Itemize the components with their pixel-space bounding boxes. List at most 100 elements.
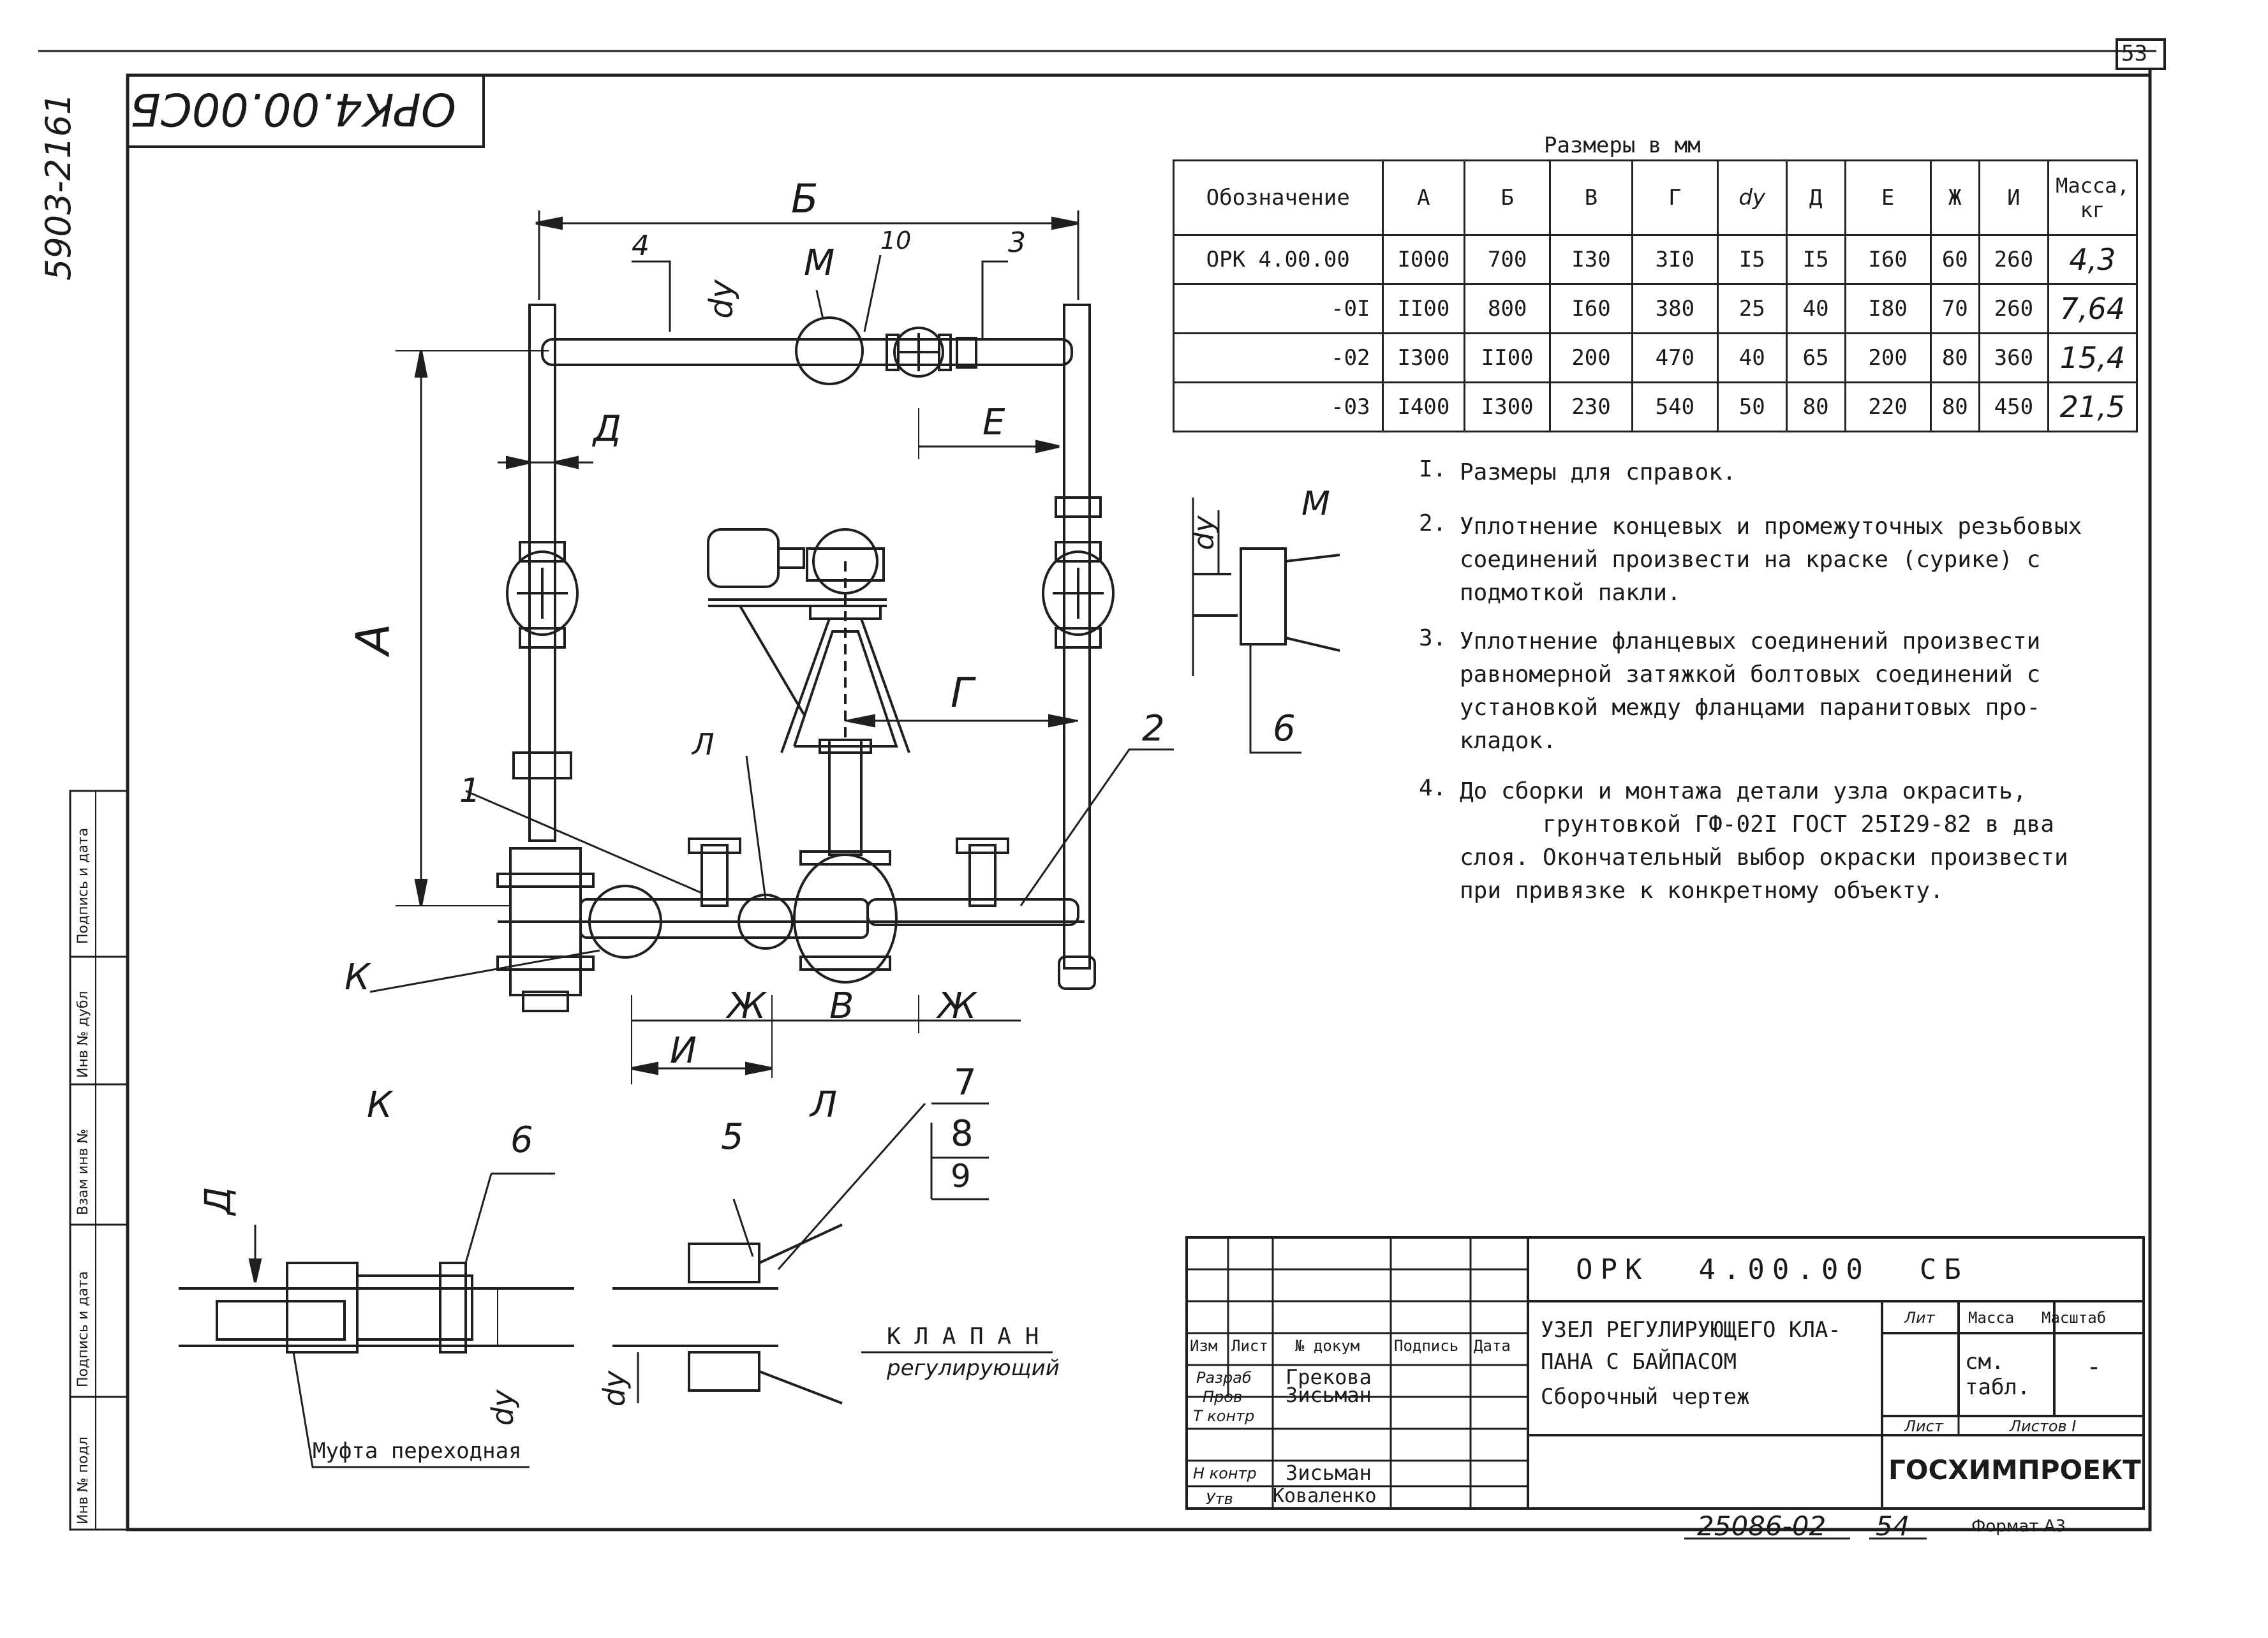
cell: 800 — [1464, 283, 1552, 334]
cell: ОРК 4.00.00 — [1173, 234, 1384, 285]
detail-k-d: Д — [197, 1186, 239, 1215]
tb-person: Грекова — [1286, 1365, 1372, 1389]
cell: 260 — [1978, 234, 2049, 285]
cell: 40 — [1785, 283, 1846, 334]
cell-mass: 21,5 — [2047, 381, 2138, 432]
coupling-label: Муфта переходная — [313, 1438, 522, 1464]
dim-label-dy: dу — [702, 279, 740, 319]
tb-sheets: Листов I — [2010, 1417, 2077, 1435]
view-label-k: К — [367, 1084, 392, 1126]
cell: 60 — [1929, 234, 1980, 285]
cell: 220 — [1844, 381, 1932, 432]
cell: 470 — [1631, 332, 1719, 383]
cell-mass: 15,4 — [2047, 332, 2138, 383]
cell: -03 — [1173, 381, 1384, 432]
col-dy: dу — [1716, 159, 1788, 236]
tb-col-sign: Подпись — [1394, 1337, 1459, 1355]
pos-5: 5 — [721, 1116, 744, 1158]
dims-caption: Размеры в мм — [1544, 133, 1701, 158]
tb-col-izm: Изм — [1190, 1337, 1218, 1355]
tb-person: Коваленко — [1273, 1485, 1377, 1507]
table-row: -03 I400 I300 230 540 50 80 220 80 450 2… — [1173, 381, 2138, 432]
pos-9: 9 — [951, 1158, 971, 1195]
col-zh: Ж — [1929, 159, 1980, 236]
cell: 380 — [1631, 283, 1719, 334]
cell: 80 — [1785, 381, 1846, 432]
archive-number: 25086-02 — [1697, 1510, 1827, 1542]
dim-label-g: Г — [951, 670, 974, 717]
col-e: Е — [1844, 159, 1932, 236]
cell: 40 — [1716, 332, 1788, 383]
cell: 25 — [1716, 283, 1788, 334]
cell: I000 — [1381, 234, 1466, 285]
note-3-text: Уплотнение фланцевых соединений произвес… — [1460, 628, 2041, 754]
pos-7: 7 — [954, 1062, 977, 1103]
cell: I80 — [1844, 283, 1932, 334]
table-row: -0I II00 800 I60 380 25 40 I80 70 260 7,… — [1173, 283, 2138, 334]
cell: I5 — [1716, 234, 1788, 285]
tb-scale: Масштаб — [2042, 1309, 2107, 1327]
dim-label-b: Б — [791, 175, 819, 222]
tb-role: Утв — [1206, 1490, 1233, 1508]
note-1-num: I. — [1419, 456, 1447, 482]
tb-org: ГОСХИМПРОЕКТ — [1888, 1454, 2141, 1486]
detail-k — [179, 1172, 574, 1468]
sheet-frame — [38, 38, 2166, 1531]
cell: -0I — [1173, 283, 1384, 334]
tb-mass: Масса — [1968, 1309, 2015, 1327]
cell: 50 — [1716, 381, 1788, 432]
cell-mass: 7,64 — [2047, 283, 2138, 334]
detail-m — [1192, 498, 1340, 754]
valve-title: К Л А П А Н — [887, 1324, 1039, 1350]
pos-10: 10 — [880, 226, 912, 255]
col-mass: Масса, кг — [2047, 159, 2138, 236]
tb-mass-value: см. табл. — [1965, 1349, 2031, 1400]
table-row: -02 I300 II00 200 470 40 65 200 80 360 1… — [1173, 332, 2138, 383]
col-oboznachenie: Обозначение — [1173, 159, 1384, 236]
col-g: Г — [1631, 159, 1719, 236]
cell: 540 — [1631, 381, 1719, 432]
cell: II00 — [1464, 332, 1552, 383]
dims-table: Обозначение А Б В Г dу Д Е Ж И Масса, кг… — [1173, 159, 2138, 432]
pos-6-k: 6 — [510, 1119, 533, 1161]
cell: 80 — [1929, 381, 1980, 432]
callout-l: Л — [692, 727, 715, 762]
page-number: 53 — [2121, 41, 2147, 66]
tb-sheet: Лист — [1904, 1417, 1943, 1435]
cell: I300 — [1381, 332, 1466, 383]
callout-k: К — [345, 957, 370, 998]
detail-m-dy: dу — [1187, 515, 1220, 550]
tb-role: Т контр — [1193, 1407, 1255, 1425]
cell: I30 — [1549, 234, 1633, 285]
view-label-m: М — [804, 242, 835, 284]
cell: 200 — [1549, 332, 1633, 383]
tb-name-2: ПАНА С БАЙПАСОМ — [1541, 1349, 1737, 1375]
tb-role: Пров — [1203, 1388, 1243, 1406]
note-4-num: 4. — [1419, 775, 1447, 801]
archive-page: 54 — [1876, 1510, 1910, 1542]
pos-4: 4 — [632, 230, 649, 262]
tb-scale-value: - — [2086, 1352, 2102, 1382]
view-label-l: Л — [810, 1084, 838, 1126]
note-2-num: 2. — [1419, 510, 1447, 536]
note-4-text: До сборки и монтажа детали узла окрасить… — [1460, 778, 2068, 904]
strip-sign-date-1: Подпись и дата — [75, 827, 91, 944]
cell: I400 — [1381, 381, 1466, 432]
dim-label-d: Д — [593, 408, 621, 450]
tb-role: Н контр — [1193, 1465, 1257, 1482]
col-v: В — [1549, 159, 1633, 236]
strip-inv-podl: Инв № подл — [75, 1436, 91, 1524]
dim-label-v: В — [829, 985, 854, 1027]
cell: 700 — [1464, 234, 1552, 285]
col-b: Б — [1464, 159, 1552, 236]
title-block-grid — [1185, 1236, 2145, 1510]
tb-role: Разраб — [1196, 1369, 1252, 1387]
cell: 200 — [1844, 332, 1932, 383]
note-3-num: 3. — [1419, 625, 1447, 651]
pos-6-m: 6 — [1273, 708, 1296, 749]
detail-m-title: М — [1301, 485, 1330, 523]
col-i: И — [1978, 159, 2049, 236]
tb-name-1: УЗЕЛ РЕГУЛИРУЮЩЕГО КЛА- — [1541, 1317, 1841, 1343]
stamp-code: ОРК4.00.00СБ — [130, 83, 456, 135]
